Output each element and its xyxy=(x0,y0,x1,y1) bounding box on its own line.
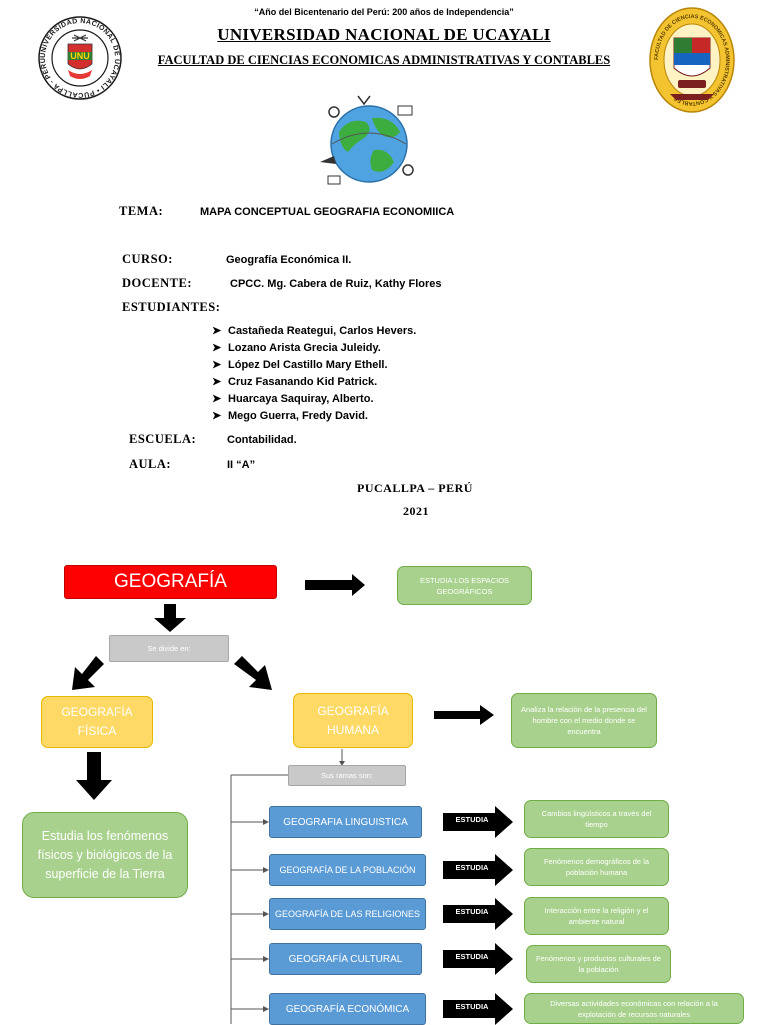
list-item: ➤Cruz Fasanando Kid Patrick. xyxy=(212,374,416,391)
estudia-arrow: ESTUDIA xyxy=(443,806,513,838)
tema-value: MAPA CONCEPTUAL GEOGRAFIA ECONOMIICA xyxy=(200,206,455,218)
list-item: ➤Huarcaya Saquiray, Alberto. xyxy=(212,391,416,408)
curso-label: CURSO: xyxy=(122,252,173,266)
docente-value: CPCC. Mg. Cabera de Ruiz, Kathy Flores xyxy=(230,278,442,290)
arrow-bullet-icon: ➤ xyxy=(212,393,222,405)
list-item: ➤Castañeda Reategui, Carlos Hevers. xyxy=(212,323,416,340)
humana-description: Analiza la relación de la presencia del … xyxy=(511,693,657,748)
estudia-arrow: ESTUDIA xyxy=(443,993,513,1025)
branch-description: Fenómenos demográficos de la población h… xyxy=(524,848,669,886)
node-geografia-fisica: GEOGRAFÍA FÍSICA xyxy=(41,696,153,748)
divide-label: Se divide en: xyxy=(109,635,229,662)
branch-description: Cambios lingüísticos a través del tiempo xyxy=(524,800,669,838)
year: 2021 xyxy=(403,504,429,518)
globe-economy-illustration xyxy=(320,95,414,185)
root-description: ESTUDIA LOS ESPACIOS GEOGRÁFICOS xyxy=(397,566,532,605)
faculty-seal-logo: FACULTAD DE CIENCIAS ECONOMICAS ADMINIST… xyxy=(649,7,735,113)
escuela-value: Contabilidad. xyxy=(227,434,297,446)
svg-text:UNU: UNU xyxy=(70,51,90,61)
place: PUCALLPA – PERÚ xyxy=(357,481,473,495)
students-list: ➤Castañeda Reategui, Carlos Hevers. ➤Loz… xyxy=(212,323,416,425)
branch-description: Interacción entre la religión y el ambie… xyxy=(524,897,669,935)
branch-node: GEOGRAFÍA ECONÓMICA xyxy=(269,993,426,1025)
branch-description: Diversas actividades económicas con rela… xyxy=(524,993,744,1024)
tema-label: TEMA: xyxy=(119,204,164,218)
list-item: ➤Lozano Arista Grecia Juleidy. xyxy=(212,340,416,357)
list-item: ➤López Del Castillo Mary Ethell. xyxy=(212,357,416,374)
branch-node: GEOGRAFÍA DE LAS RELIGIONES xyxy=(269,898,426,930)
arrow-bullet-icon: ➤ xyxy=(212,376,222,388)
branch-node: GEOGRAFÍA CULTURAL xyxy=(269,943,422,975)
escuela-label: ESCUELA: xyxy=(129,432,197,446)
root-node-geografia: GEOGRAFÍA xyxy=(64,565,277,599)
motto: “Año del Bicentenario del Perú: 200 años… xyxy=(254,7,514,17)
estudia-arrow: ESTUDIA xyxy=(443,898,513,930)
estudia-arrow: ESTUDIA xyxy=(443,854,513,886)
docente-label: DOCENTE: xyxy=(122,276,192,290)
fisica-description: Estudia los fenómenos físicos y biológic… xyxy=(22,812,188,898)
aula-value: II “A” xyxy=(227,459,256,471)
estudiantes-label: ESTUDIANTES: xyxy=(122,300,221,314)
faculty-title: FACULTAD DE CIENCIAS ECONOMICAS ADMINIST… xyxy=(157,53,611,67)
estudia-arrow: ESTUDIA xyxy=(443,943,513,975)
university-seal-logo: UNIVERSIDAD NACIONAL DE UCAYALI • PUCALL… xyxy=(38,8,122,100)
list-item: ➤Mego Guerra, Fredy David. xyxy=(212,408,416,425)
arrow-bullet-icon: ➤ xyxy=(212,359,222,371)
university-title: UNIVERSIDAD NACIONAL DE UCAYALI xyxy=(217,25,551,44)
branch-node: GEOGRAFÍA DE LA POBLACIÓN xyxy=(269,854,426,886)
arrow-bullet-icon: ➤ xyxy=(212,410,222,422)
node-geografia-humana: GEOGRAFÍA HUMANA xyxy=(293,693,413,748)
aula-label: AULA: xyxy=(129,457,172,471)
curso-value: Geografía Económica II. xyxy=(226,254,352,266)
ramas-label: Sus ramas son: xyxy=(288,765,406,786)
branch-node: GEOGRAFIA LINGUISTICA xyxy=(269,806,422,838)
branch-description: Fenómenos y productos culturales de la p… xyxy=(526,945,671,983)
arrow-bullet-icon: ➤ xyxy=(212,325,222,337)
arrow-bullet-icon: ➤ xyxy=(212,342,222,354)
